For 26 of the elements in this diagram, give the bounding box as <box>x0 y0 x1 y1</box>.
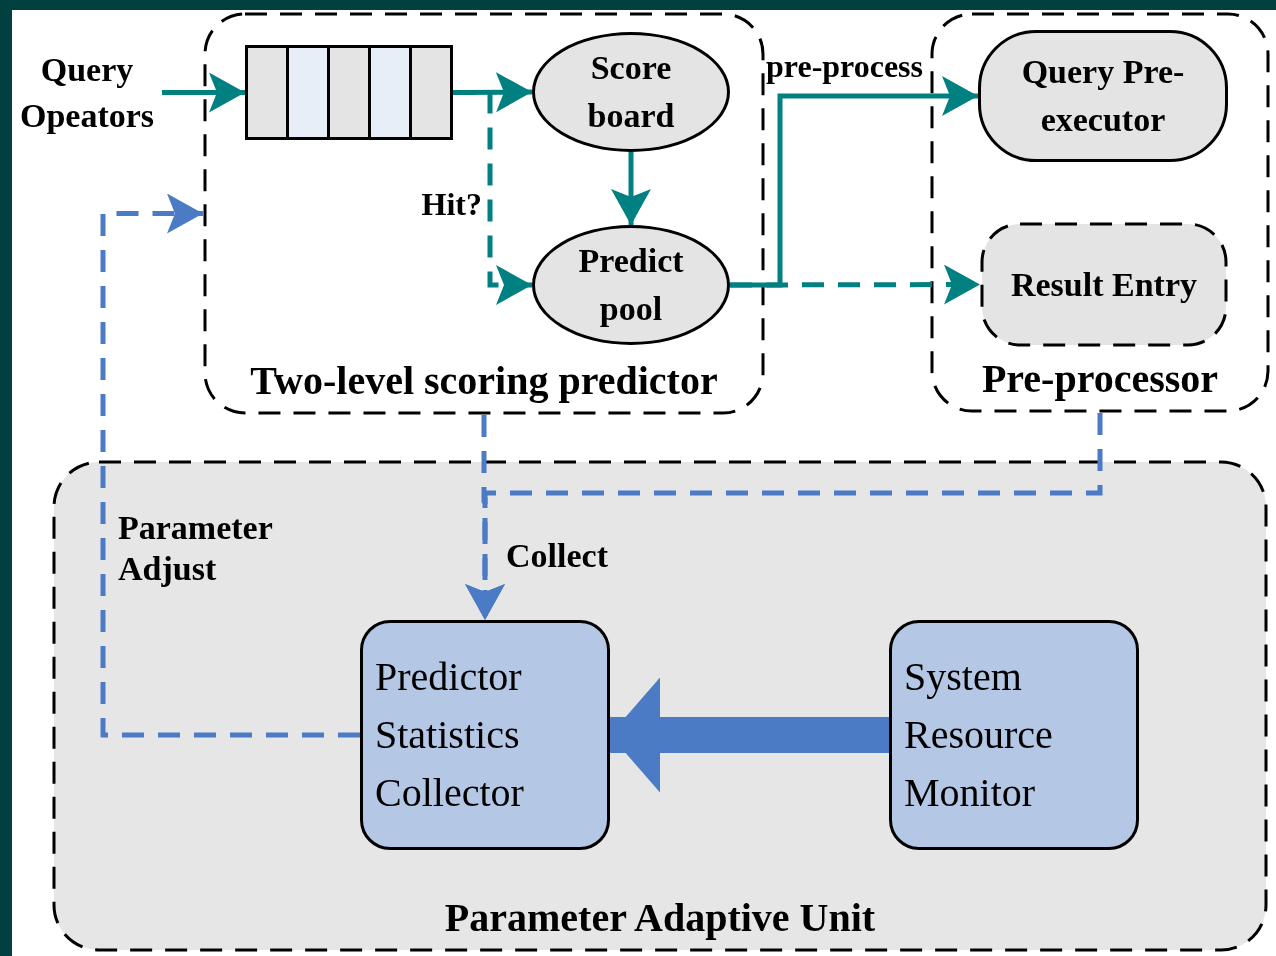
arrow <box>611 152 651 225</box>
edge-label: Collect <box>506 536 609 576</box>
group-title: Parameter Adaptive Unit <box>444 898 876 938</box>
arrow <box>730 264 980 305</box>
edge-label: Hit? <box>420 185 482 224</box>
arrow <box>730 76 978 288</box>
group-container <box>203 12 765 415</box>
queue-box <box>245 45 453 140</box>
arrow <box>100 193 360 738</box>
group-container <box>52 460 1268 952</box>
process-box: Result Entry <box>980 222 1228 347</box>
process-box: Query Pre-executor <box>978 30 1228 162</box>
arrow <box>453 90 532 305</box>
process-ellipse: Predict pool <box>532 225 730 345</box>
process-box: System Resource Monitor <box>889 620 1139 850</box>
edge-label: pre-process <box>766 47 924 86</box>
group-title: Pre-processor <box>981 359 1219 399</box>
process-ellipse: Score board <box>532 32 730 152</box>
arrow <box>465 413 1103 620</box>
arrow <box>162 72 245 113</box>
block-arrow <box>610 677 889 793</box>
node-label: Query Opeators <box>12 45 162 140</box>
process-box: Predictor Statistics Collector <box>360 620 610 850</box>
group-title: Two-level scoring predictor <box>250 361 718 401</box>
group-container <box>930 12 1270 413</box>
edge-label: Parameter Adjust <box>118 508 274 589</box>
